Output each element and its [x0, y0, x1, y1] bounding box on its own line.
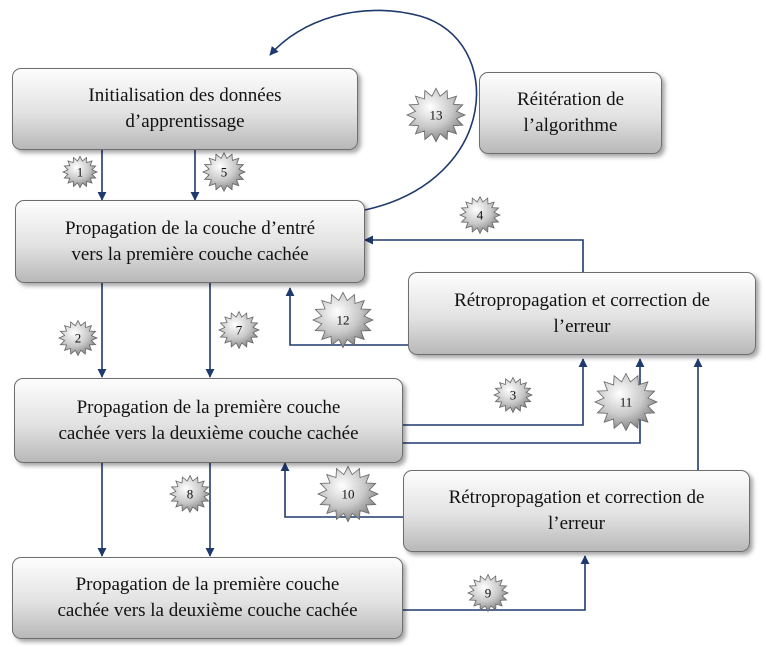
init-box: Initialisation des données d’apprentissa… [12, 68, 358, 150]
step-badge-12: 12 [312, 291, 374, 349]
starburst-icon [58, 319, 98, 357]
prop-hidden-2-box: Propagation de la première couche cachée… [12, 557, 403, 639]
step-number: 7 [236, 323, 243, 338]
reiteration-box: Réitération de l’algorithme [479, 72, 662, 154]
starburst-icon [201, 151, 247, 193]
step-number: 9 [485, 586, 492, 601]
step-badge-13: 13 [405, 87, 467, 143]
step-badge-4: 4 [459, 195, 501, 235]
retro-2-box: Rétropropagation et correction de l’erre… [403, 470, 750, 552]
prop-hidden-1-label: Propagation de la première couche cachée… [58, 396, 359, 444]
starburst-icon [594, 372, 658, 432]
prop-input-box: Propagation de la couche d’entré vers la… [15, 200, 365, 283]
step-badge-11: 11 [594, 372, 658, 432]
step-badge-9: 9 [467, 573, 509, 613]
starburst-icon [493, 376, 533, 414]
step-number: 13 [430, 108, 443, 123]
step-number: 2 [75, 331, 82, 346]
starburst-icon [218, 310, 260, 350]
arrow-10 [280, 462, 403, 518]
step-number: 4 [477, 208, 484, 223]
step-badge-5: 5 [201, 151, 247, 193]
arrow-4 [364, 235, 584, 272]
step-number: 1 [77, 165, 84, 180]
step-number: 8 [187, 487, 194, 502]
reiteration-label: Réitération de l’algorithme [516, 89, 625, 136]
starburst-icon [312, 291, 374, 349]
prop-hidden-2-label: Propagation de la première couche cachée… [57, 574, 358, 621]
step-badge-3: 3 [493, 376, 533, 414]
retro-1-box: Rétropropagation et correction de l’erre… [408, 272, 756, 355]
step-badge-1: 1 [62, 155, 98, 189]
arrow-13 [269, 9, 478, 211]
starburst-icon [317, 465, 379, 523]
starburst-icon [62, 155, 98, 189]
prop-input-label: Propagation de la couche d’entré vers la… [64, 217, 316, 265]
retro-1-label: Rétropropagation et correction de l’erre… [454, 289, 710, 337]
step-number: 12 [337, 313, 350, 328]
starburst-icon [467, 573, 509, 613]
step-badge-8: 8 [169, 474, 211, 514]
step-badge-7: 7 [218, 310, 260, 350]
step-badge-2: 2 [58, 319, 98, 357]
starburst-icon [405, 87, 467, 143]
arrow-12 [285, 287, 408, 346]
arrow-9 [403, 555, 590, 611]
arrow-3 [403, 358, 588, 426]
step-badge-10: 10 [317, 465, 379, 523]
step-number: 10 [342, 487, 355, 502]
step-number: 5 [221, 165, 228, 180]
retro-2-label: Rétropropagation et correction de l’erre… [448, 487, 705, 534]
starburst-icon [169, 474, 211, 514]
step-number: 11 [620, 395, 633, 410]
prop-hidden-1-box: Propagation de la première couche cachée… [14, 378, 403, 463]
step-number: 3 [510, 388, 517, 403]
starburst-icon [459, 195, 501, 235]
init-label: Initialisation des données d’apprentissa… [88, 85, 282, 132]
